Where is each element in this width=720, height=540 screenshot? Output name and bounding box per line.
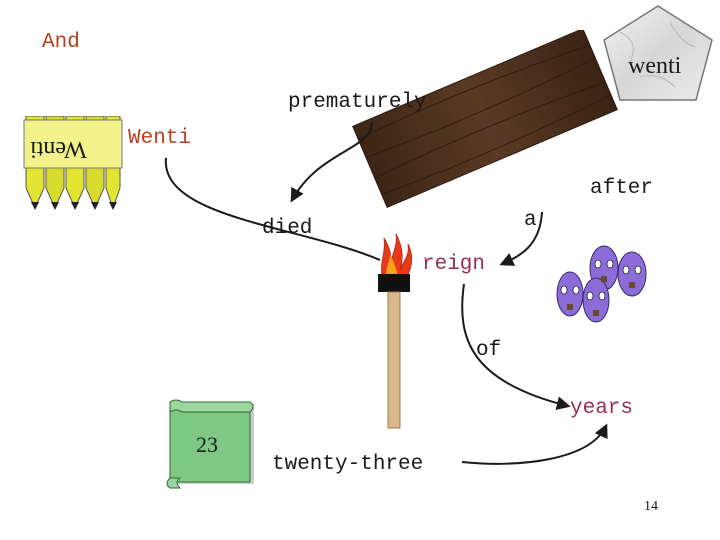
arrow-wenti-to-torch — [164, 157, 381, 261]
word-prematurely: prematurely — [288, 91, 427, 114]
faces-crowd-icon — [556, 245, 647, 323]
word-reign: reign — [422, 253, 486, 276]
arrow-a-to-reign — [499, 211, 543, 266]
wood-plank-icon — [352, 30, 618, 208]
word-a: a — [524, 209, 537, 232]
arrow-twentythree-to-years — [461, 423, 608, 465]
crayon-box-icon — [23, 116, 123, 210]
word-after: after — [590, 177, 654, 200]
scroll-icon — [166, 399, 254, 489]
torch-icon — [378, 233, 413, 429]
word-and: And — [42, 31, 80, 54]
word-wenti: Wenti — [128, 127, 192, 150]
word-died: died — [262, 217, 313, 240]
arrow-prematurely-to-died — [290, 121, 373, 203]
pentagon-stone-icon — [603, 5, 713, 101]
scroll-number: 23 — [196, 432, 218, 457]
word-of: of — [476, 339, 502, 362]
word-twenty-three: twenty-three — [272, 453, 424, 476]
page-number: 14 — [644, 499, 658, 514]
arrow-reign-to-years — [461, 283, 571, 411]
word-wenti-stone: wenti — [628, 53, 682, 79]
word-years: years — [570, 397, 634, 420]
